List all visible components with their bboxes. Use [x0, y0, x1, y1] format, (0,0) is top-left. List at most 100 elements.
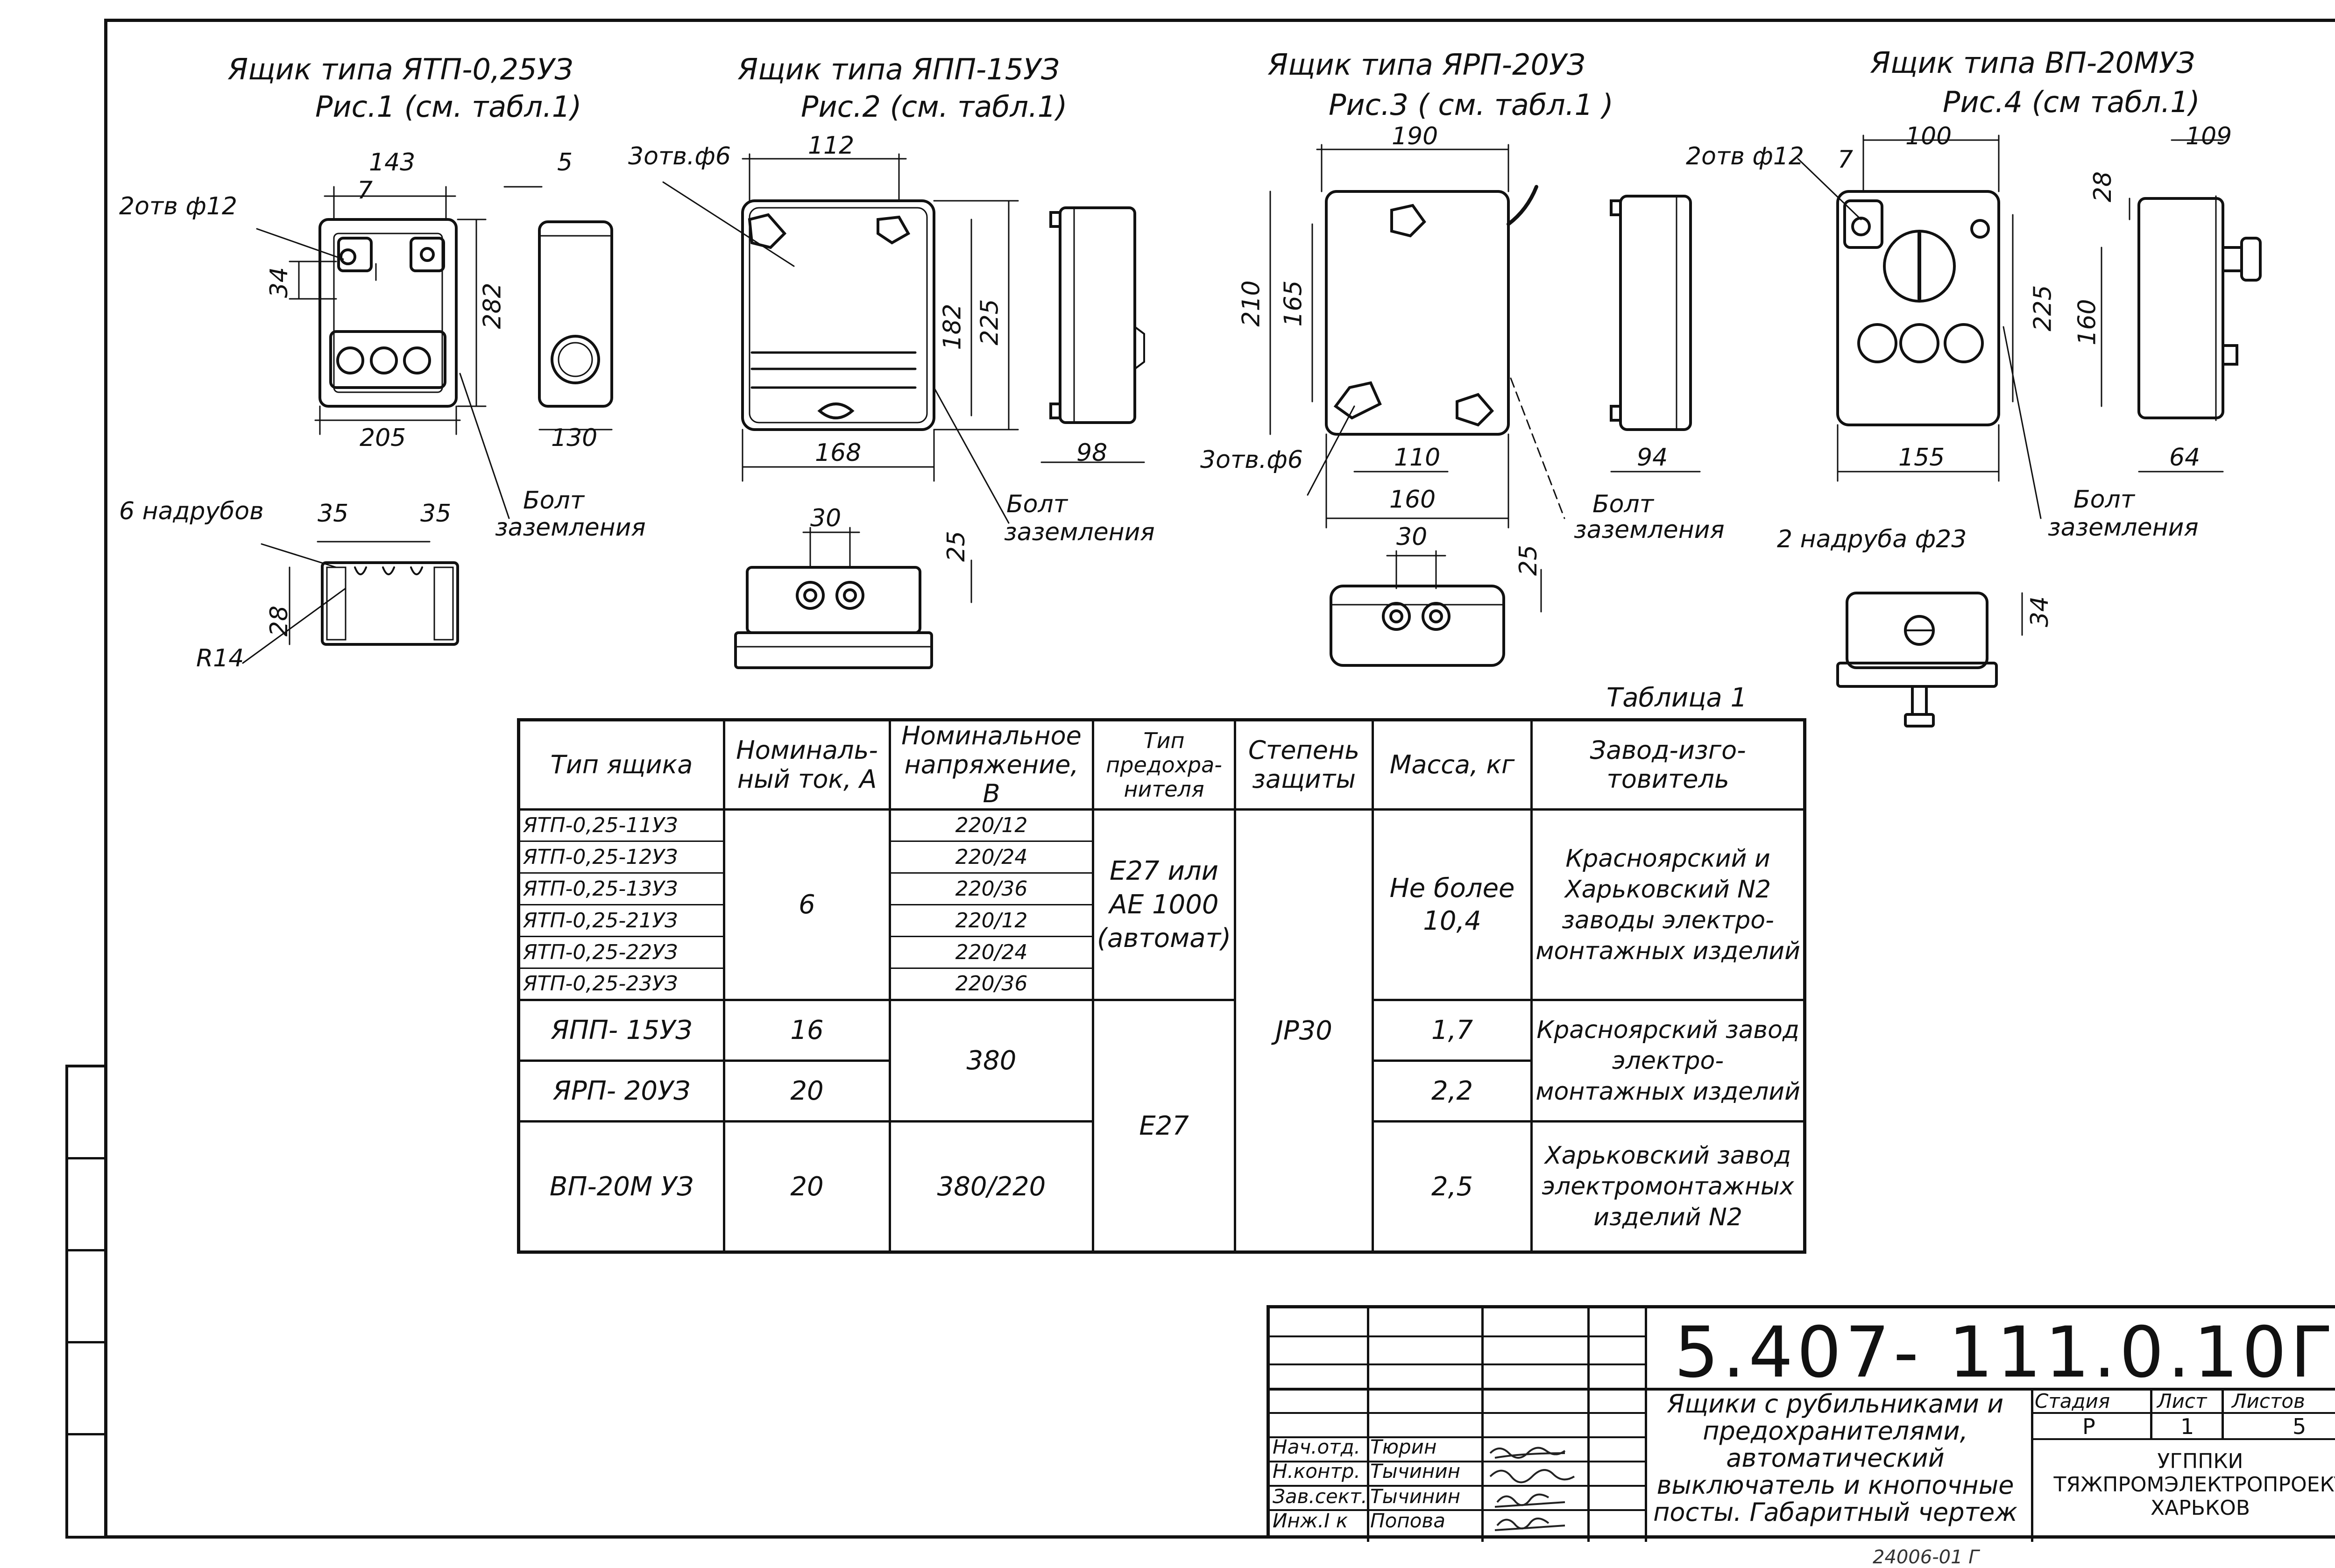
fig4-callout: 2отв ф12 — [1686, 142, 1804, 170]
cell-mass: 2,2 — [1372, 1059, 1533, 1123]
fig1-title: Ящик типа ЯТП-0,25УЗ — [228, 52, 573, 86]
binding-strip — [65, 1065, 104, 1539]
cell-voltage: 380 — [889, 999, 1094, 1123]
col-header: Номинальное напряжение, В — [889, 719, 1094, 811]
sheet-frame — [104, 19, 2335, 1539]
fig1-bottom-view — [242, 541, 459, 664]
fig3-dim: 160 — [1389, 486, 1436, 514]
fig2-dim: 182 — [938, 304, 967, 350]
cell-type: ВП-20М УЗ — [517, 1120, 725, 1253]
title-block-stamp: Нач.отд. Тюрин Н.контр. Тычинин Зав.сект… — [1267, 1305, 2335, 1542]
cell-current: 16 — [723, 999, 891, 1062]
fig2-dim: 168 — [815, 439, 862, 467]
specs-table: Тип ящика Номиналь- ный ток, А Номинальн… — [517, 718, 1807, 1254]
cell-type: ЯТП-0,25-13УЗ — [517, 872, 725, 905]
fig1-dim: 205 — [360, 424, 406, 452]
stamp-role: Инж.I к — [1273, 1509, 1348, 1532]
cell-current: 6 — [723, 808, 891, 1001]
fig3-title: Ящик типа ЯРП-20УЗ — [1268, 48, 1585, 82]
fig1-dim: 282 — [478, 283, 507, 329]
fig3-dim: 94 — [1637, 444, 1668, 472]
stamp-sheets-label: Листов — [2232, 1390, 2305, 1413]
fig3-callout: Болт — [1592, 490, 1654, 518]
stamp-sheets: 5 — [2293, 1414, 2307, 1439]
col-header: Тип ящика — [517, 719, 725, 811]
table-row: ЯТП-0,25-21УЗ 220/12 — [517, 904, 1805, 937]
fig4-callout: заземления — [2048, 514, 2199, 542]
stamp-name: Тычинин — [1370, 1485, 1461, 1508]
cell-current: 20 — [723, 1059, 891, 1123]
fig2-front-view — [662, 153, 1019, 482]
fig4-dim: 64 — [2169, 444, 2201, 472]
fig3-dim: 110 — [1394, 444, 1441, 472]
stamp-stage: Р — [2082, 1414, 2095, 1439]
fig4-front-view — [1797, 134, 2014, 482]
col-header: Степень защиты — [1234, 719, 1374, 811]
col-header: Масса, кг — [1372, 719, 1533, 811]
bottom-code: 24006-01 Г — [1873, 1547, 1979, 1568]
fig2-dim: 98 — [1076, 439, 1108, 467]
fig4-callout: Болт — [2073, 486, 2135, 514]
cell-type: ЯТП-0,25-11УЗ — [517, 809, 725, 842]
fig2-dim: 25 — [942, 530, 971, 562]
fig1-side-view — [503, 186, 613, 431]
table-row: ЯПП- 15УЗ 16 380 Е27 1,7 Красноярский за… — [517, 999, 1806, 1253]
fig1-dim: 35 — [420, 500, 452, 528]
cell-mass: 2,5 — [1372, 1120, 1533, 1253]
fig3-callout: заземления — [1574, 516, 1725, 544]
fig2-callout: Болт — [1006, 490, 1068, 518]
fig4-callout: 2 надруба ф23 — [1777, 525, 1967, 553]
col-header: Номиналь- ный ток, А — [723, 719, 891, 811]
fig3-dim: 210 — [1237, 280, 1266, 327]
stamp-role: Зав.сект. — [1273, 1485, 1367, 1508]
fig2-bottom-view — [734, 527, 972, 669]
cell-type: ЯРП- 20УЗ — [517, 1059, 725, 1123]
table-row: ЯРП- 20УЗ 20 2,2 — [517, 1059, 1805, 1123]
cell-manufacturer: Красноярский завод электро- монтажных из… — [1530, 999, 1806, 1123]
fig1-dim: 35 — [318, 500, 349, 528]
cell-type: ЯТП-0,25-12УЗ — [517, 841, 725, 874]
fig3-dim: 190 — [1392, 122, 1438, 150]
fig4-dim: 7 — [1838, 146, 1854, 174]
cell-protection: JP30 — [1234, 808, 1374, 1253]
table-row: ЯТП-0,25-12УЗ 220/24 — [517, 841, 1805, 874]
fig4-dim: 225 — [2029, 285, 2057, 332]
fig4-dim: 109 — [2186, 122, 2232, 150]
fig2-dim: 112 — [808, 132, 855, 160]
cell-type: ЯТП-0,25-21УЗ — [517, 904, 725, 937]
fig1-callout: Болт — [523, 487, 585, 515]
cell-voltage: 220/36 — [889, 872, 1094, 905]
table-row: ЯТП-0,25-13УЗ 220/36 — [517, 872, 1805, 905]
stamp-name: Тюрин — [1370, 1435, 1437, 1458]
stamp-role: Н.контр. — [1273, 1460, 1360, 1483]
cell-fuse: Е27 или АЕ 1000 (автомат) — [1091, 808, 1237, 1001]
fig1-dim: 5 — [557, 148, 573, 177]
table-caption: Таблица 1 — [1606, 683, 1748, 713]
fig4-dim: 160 — [2073, 299, 2102, 346]
cell-current: 20 — [723, 1120, 891, 1253]
stamp-name: Тычинин — [1370, 1460, 1461, 1483]
fig4-subtitle: Рис.4 (см табл.1) — [1943, 85, 2200, 119]
fig3-subtitle: Рис.3 ( см. табл.1 ) — [1329, 88, 1613, 122]
cell-voltage: 220/24 — [889, 841, 1094, 874]
cell-manufacturer: Красноярский и Харьковский N2 заводы эле… — [1530, 808, 1806, 1001]
cell-type: ЯТП-0,25-22УЗ — [517, 936, 725, 969]
fig1-dim: 7 — [357, 177, 373, 205]
table-row: ВП-20М УЗ 20 380/220 2,5 Харьковский зав… — [517, 1120, 1806, 1253]
fig4-dim: 155 — [1898, 444, 1945, 472]
fig2-dim: 30 — [810, 504, 842, 532]
fig3-dim: 25 — [1514, 544, 1543, 576]
fig4-dim: 34 — [2026, 596, 2054, 628]
table-row: ЯТП-0,25-22УЗ 220/24 — [517, 936, 1805, 969]
fig1-dim: 28 — [265, 605, 294, 637]
cell-mass: Не более 10,4 — [1372, 808, 1533, 1001]
fig1-dim: 130 — [551, 424, 598, 452]
col-header: Тип предохра- нителя — [1091, 719, 1237, 811]
fig3-callout: 3отв.ф6 — [1200, 446, 1303, 474]
fig1-callout: заземления — [495, 514, 646, 542]
fig1-front-view — [256, 186, 487, 435]
fig4-title: Ящик типа ВП-20МУЗ — [1870, 46, 2195, 80]
cell-voltage: 380/220 — [889, 1120, 1094, 1253]
